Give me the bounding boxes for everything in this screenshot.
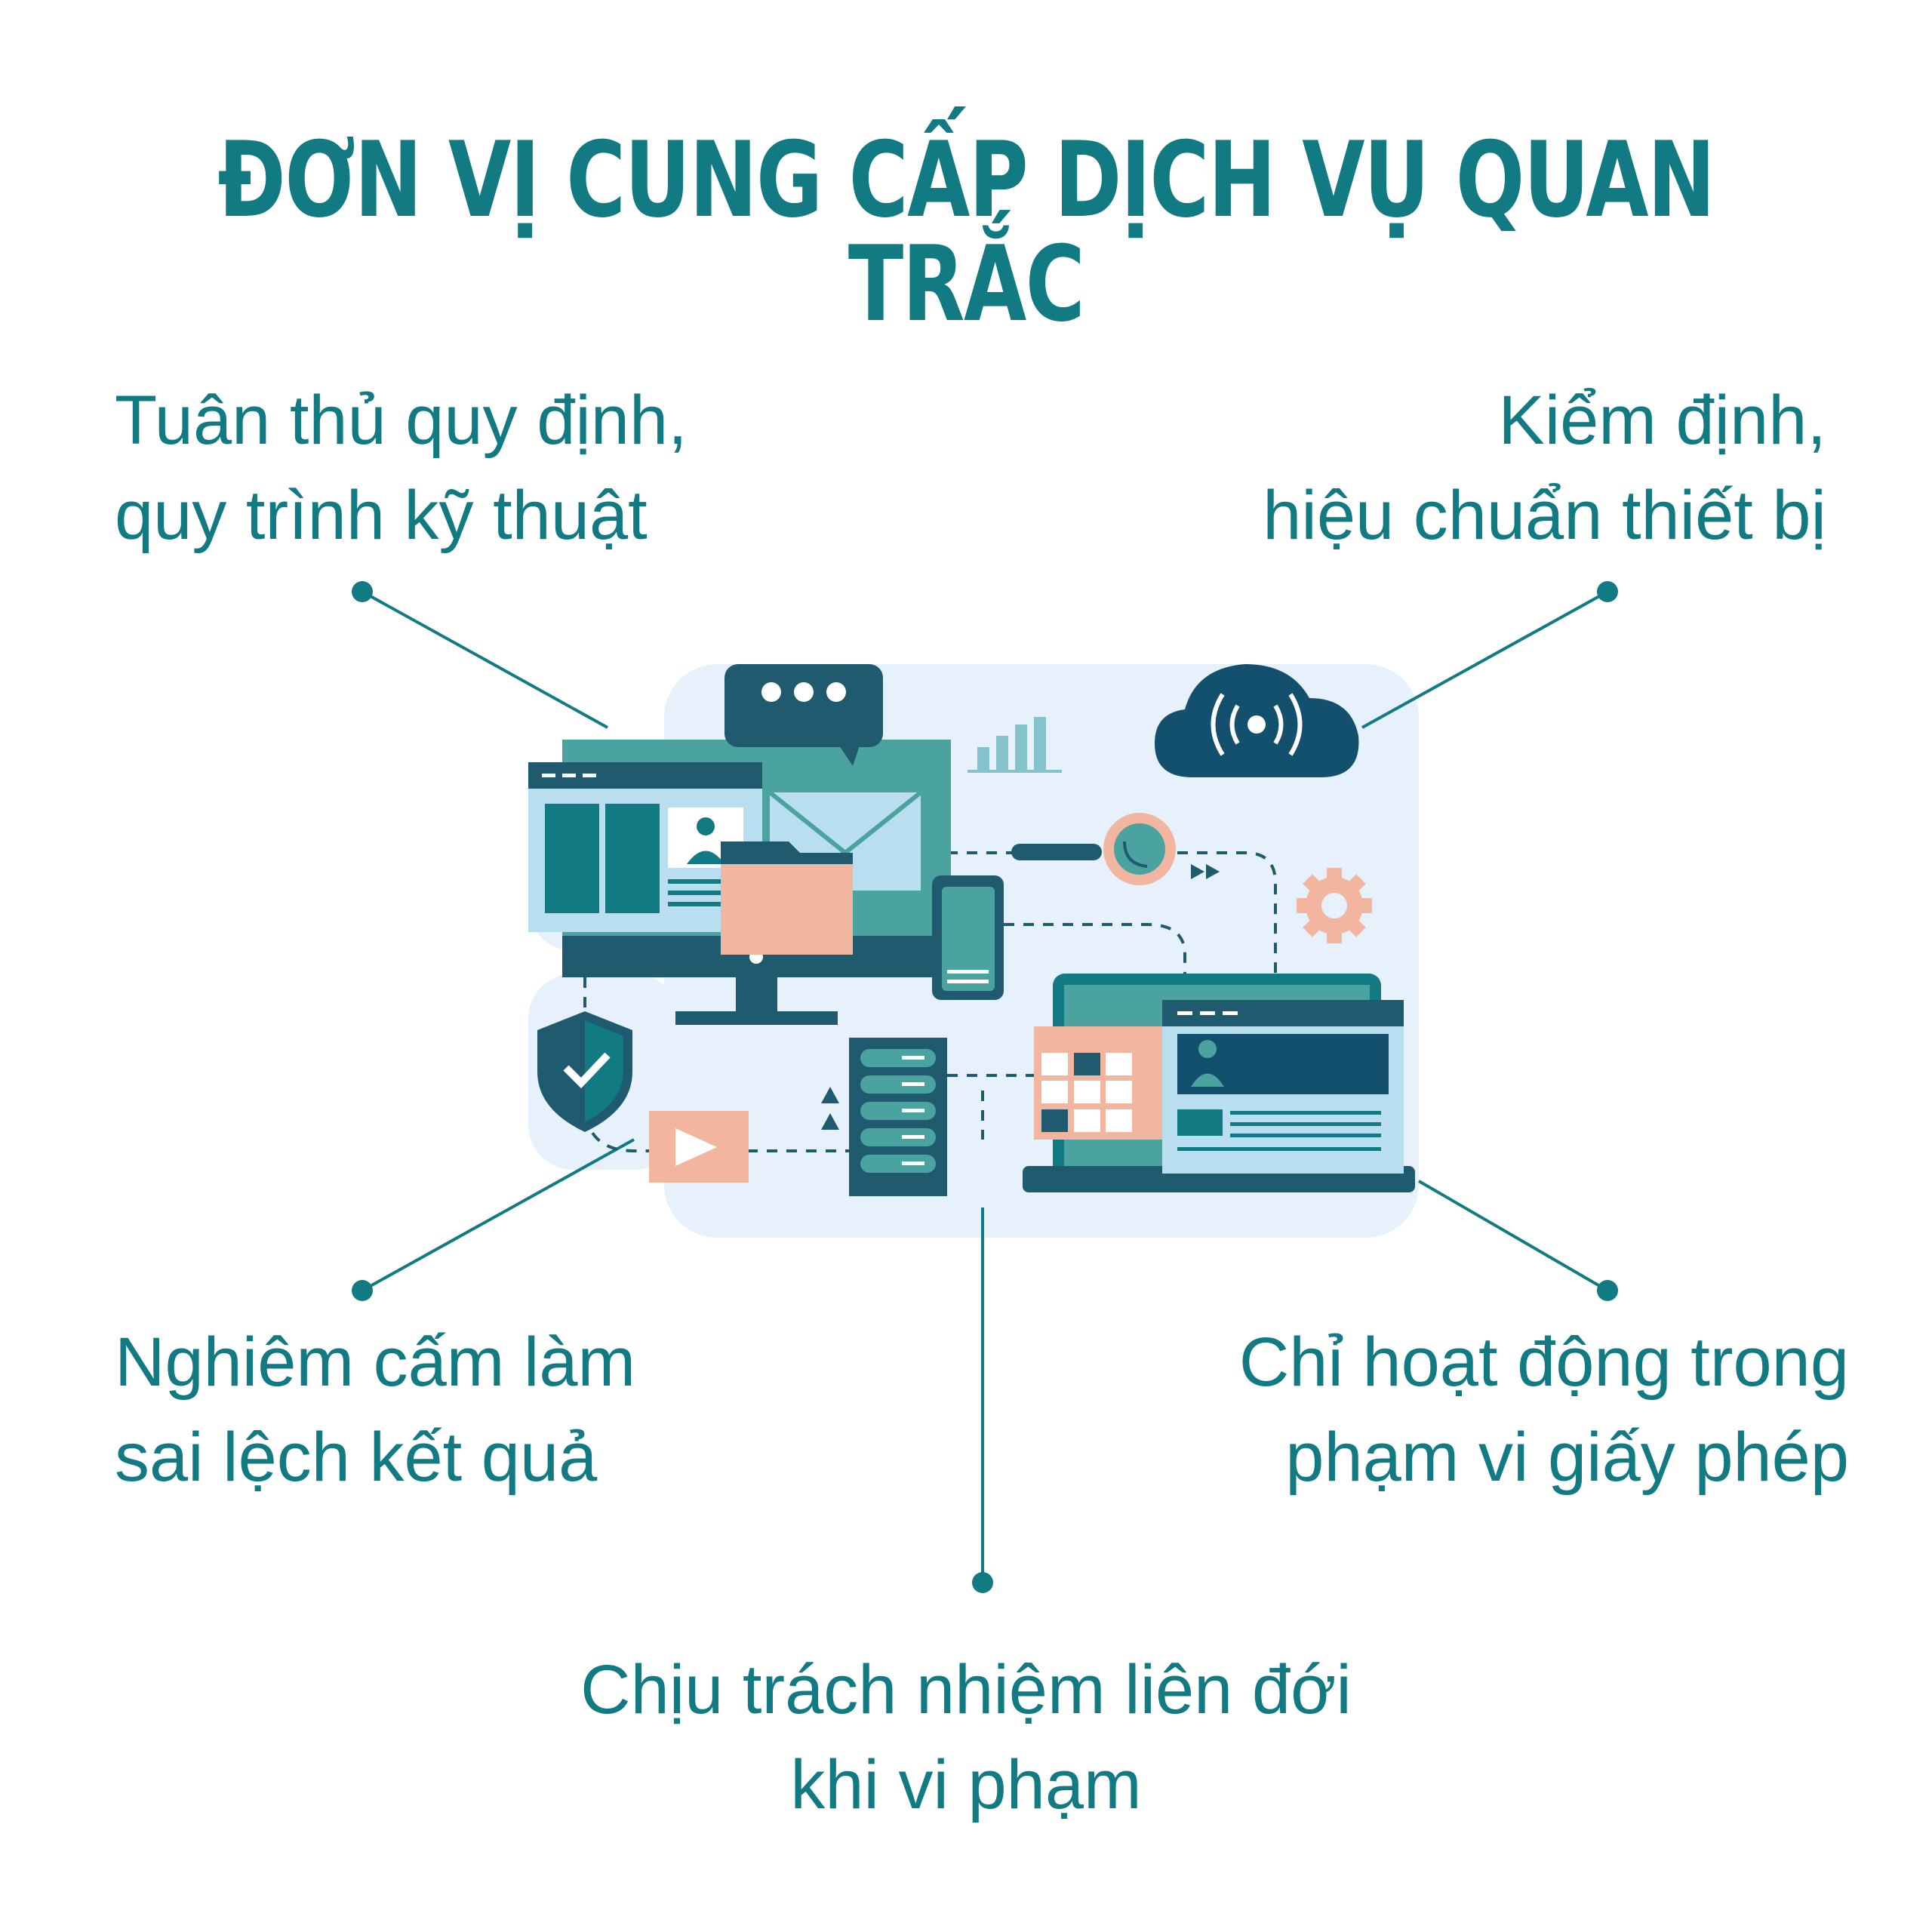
point-compliance-line2: quy trình kỹ thuật	[115, 477, 648, 554]
point-compliance-line1: Tuân thủ quy định,	[115, 382, 688, 459]
shield-check-icon	[537, 1011, 632, 1132]
point-joint-liability: Chịu trách nhiệm liên đới khi vi phạm	[0, 1642, 1932, 1832]
connector-dots	[352, 581, 1618, 1593]
page-title: ĐƠN VỊ CUNG CẤP DỊCH VỤ QUAN TRẮC	[217, 119, 1715, 345]
folder-icon	[721, 841, 853, 955]
point-license-scope-line2: phạm vi giấy phép	[1285, 1419, 1849, 1496]
point-calibration: Kiểm định, hiệu chuẩn thiết bị	[1263, 373, 1826, 563]
point-compliance: Tuân thủ quy định, quy trình kỹ thuật	[115, 373, 688, 563]
phone-icon	[932, 875, 1004, 1000]
point-license-scope: Chỉ hoạt động trong phạm vi giấy phép	[1239, 1315, 1849, 1505]
point-joint-liability-line1: Chịu trách nhiệm liên đới	[580, 1651, 1352, 1728]
upload-arrows-icon	[821, 1087, 839, 1130]
laptop-icon	[1023, 974, 1415, 1192]
point-no-falsification: Nghiêm cấm làm sai lệch kết quả	[115, 1315, 635, 1505]
point-joint-liability-line2: khi vi phạm	[790, 1746, 1142, 1823]
point-calibration-line2: hiệu chuẩn thiết bị	[1263, 477, 1826, 554]
video-play-icon	[649, 1111, 749, 1183]
bar-chart-icon	[968, 717, 1062, 773]
fast-forward-icon	[1191, 864, 1220, 879]
chat-bubble-icon	[724, 664, 883, 766]
search-icon	[1011, 813, 1176, 885]
point-license-scope-line1: Chỉ hoạt động trong	[1238, 1324, 1849, 1401]
point-no-falsification-line2: sai lệch kết quả	[115, 1419, 598, 1496]
point-calibration-line1: Kiểm định,	[1498, 382, 1826, 459]
point-no-falsification-line1: Nghiêm cấm làm	[115, 1324, 636, 1401]
server-icon	[849, 1038, 947, 1196]
connector-lines	[361, 590, 1609, 1581]
gear-icon	[1297, 868, 1372, 943]
cloud-signal-icon	[1155, 664, 1359, 777]
